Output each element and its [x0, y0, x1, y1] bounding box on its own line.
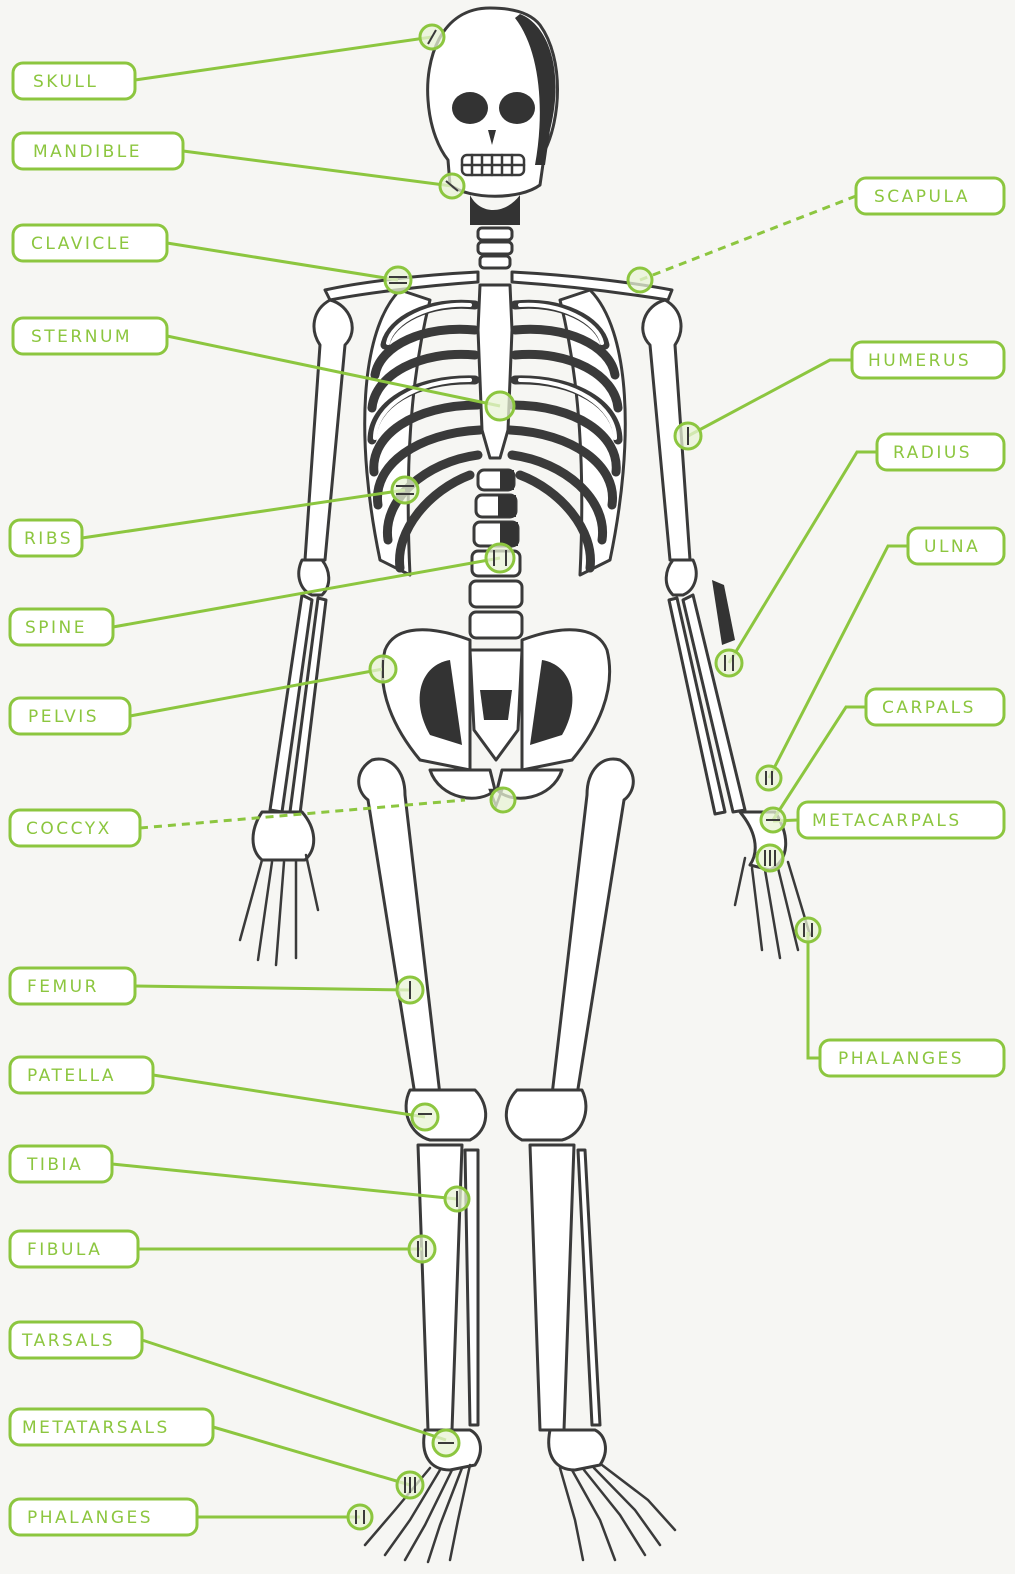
svg-text:PELVIS: PELVIS — [28, 707, 99, 727]
metatarsals-marker — [397, 1472, 423, 1498]
tibia-marker — [445, 1187, 469, 1211]
spine-marker — [486, 544, 514, 572]
sternum-bone — [478, 285, 512, 458]
svg-text:CARPALS: CARPALS — [882, 698, 976, 718]
phalanges-foot-marker — [348, 1505, 372, 1529]
label-metatarsals: METATARSALS — [10, 1409, 213, 1445]
label-humerus: HUMERUS — [852, 342, 1004, 378]
label-radius: RADIUS — [877, 434, 1004, 470]
labels-left: SKULL MANDIBLE CLAVICLE STERNUM RIBS SPI… — [10, 63, 213, 1535]
label-mandible: MANDIBLE — [13, 133, 183, 169]
label-clavicle: CLAVICLE — [13, 225, 167, 261]
svg-text:MANDIBLE: MANDIBLE — [33, 142, 142, 162]
labels-right: SCAPULA HUMERUS RADIUS ULNA CARPALS META… — [798, 178, 1004, 1076]
svg-text:RIBS: RIBS — [24, 529, 73, 549]
pelvis-marker — [370, 656, 396, 682]
femur-marker — [397, 977, 423, 1003]
svg-text:PHALANGES: PHALANGES — [27, 1508, 153, 1528]
ulna-marker — [757, 766, 781, 790]
ribs-marker — [392, 477, 418, 503]
carpals-marker — [761, 808, 785, 832]
label-fibula: FIBULA — [10, 1231, 138, 1267]
svg-text:CLAVICLE: CLAVICLE — [31, 234, 132, 254]
label-spine: SPINE — [10, 609, 113, 645]
left-arm — [240, 300, 352, 965]
coccyx-marker — [491, 788, 515, 812]
svg-text:FEMUR: FEMUR — [27, 977, 99, 997]
markers — [348, 25, 820, 1529]
svg-text:PHALANGES: PHALANGES — [838, 1049, 964, 1069]
label-scapula: SCAPULA — [856, 178, 1004, 214]
phalanges-hand-marker — [796, 918, 820, 942]
label-coccyx: COCCYX — [10, 810, 140, 846]
svg-text:SPINE: SPINE — [25, 618, 87, 638]
label-femur: FEMUR — [10, 968, 135, 1004]
svg-text:RADIUS: RADIUS — [893, 443, 972, 463]
cervical-spine — [478, 228, 512, 268]
pelvis-bone — [382, 630, 609, 806]
label-sternum: STERNUM — [13, 318, 167, 354]
label-patella: PATELLA — [10, 1057, 153, 1093]
svg-text:STERNUM: STERNUM — [31, 327, 132, 347]
svg-text:COCCYX: COCCYX — [26, 819, 112, 839]
left-leg — [359, 759, 486, 1562]
humerus-marker — [675, 423, 701, 449]
label-skull: SKULL — [13, 63, 135, 99]
svg-text:SKULL: SKULL — [33, 72, 98, 92]
right-arm — [643, 300, 810, 958]
label-phalanges-foot: PHALANGES — [10, 1499, 197, 1535]
mandible-marker — [440, 174, 464, 198]
skeleton — [240, 8, 810, 1562]
clavicle-marker — [385, 267, 411, 293]
svg-text:ULNA: ULNA — [924, 537, 980, 557]
radius-marker — [716, 650, 742, 676]
svg-text:HUMERUS: HUMERUS — [868, 351, 971, 371]
label-carpals: CARPALS — [866, 689, 1004, 725]
svg-text:METACARPALS: METACARPALS — [812, 811, 962, 831]
patella-marker — [412, 1104, 438, 1130]
tarsals-marker — [433, 1430, 459, 1456]
svg-text:FIBULA: FIBULA — [27, 1240, 102, 1260]
right-leg — [506, 759, 675, 1560]
svg-text:METATARSALS: METATARSALS — [22, 1418, 170, 1438]
label-ulna: ULNA — [908, 528, 1004, 564]
label-metacarpals: METACARPALS — [798, 802, 1004, 838]
label-tibia: TIBIA — [10, 1146, 112, 1182]
metacarpals-marker — [757, 845, 783, 871]
svg-text:PATELLA: PATELLA — [27, 1066, 116, 1086]
fibula-marker — [409, 1236, 435, 1262]
scapula-marker — [628, 268, 652, 292]
svg-text:TARSALS: TARSALS — [21, 1331, 115, 1351]
label-tarsals: TARSALS — [10, 1322, 142, 1358]
label-pelvis: PELVIS — [10, 698, 130, 734]
label-phalanges-hand: PHALANGES — [820, 1040, 1004, 1076]
svg-text:TIBIA: TIBIA — [26, 1155, 83, 1175]
skull-marker — [420, 25, 444, 49]
sternum-marker — [486, 392, 514, 420]
label-ribs: RIBS — [10, 520, 82, 556]
svg-text:SCAPULA: SCAPULA — [874, 187, 970, 207]
